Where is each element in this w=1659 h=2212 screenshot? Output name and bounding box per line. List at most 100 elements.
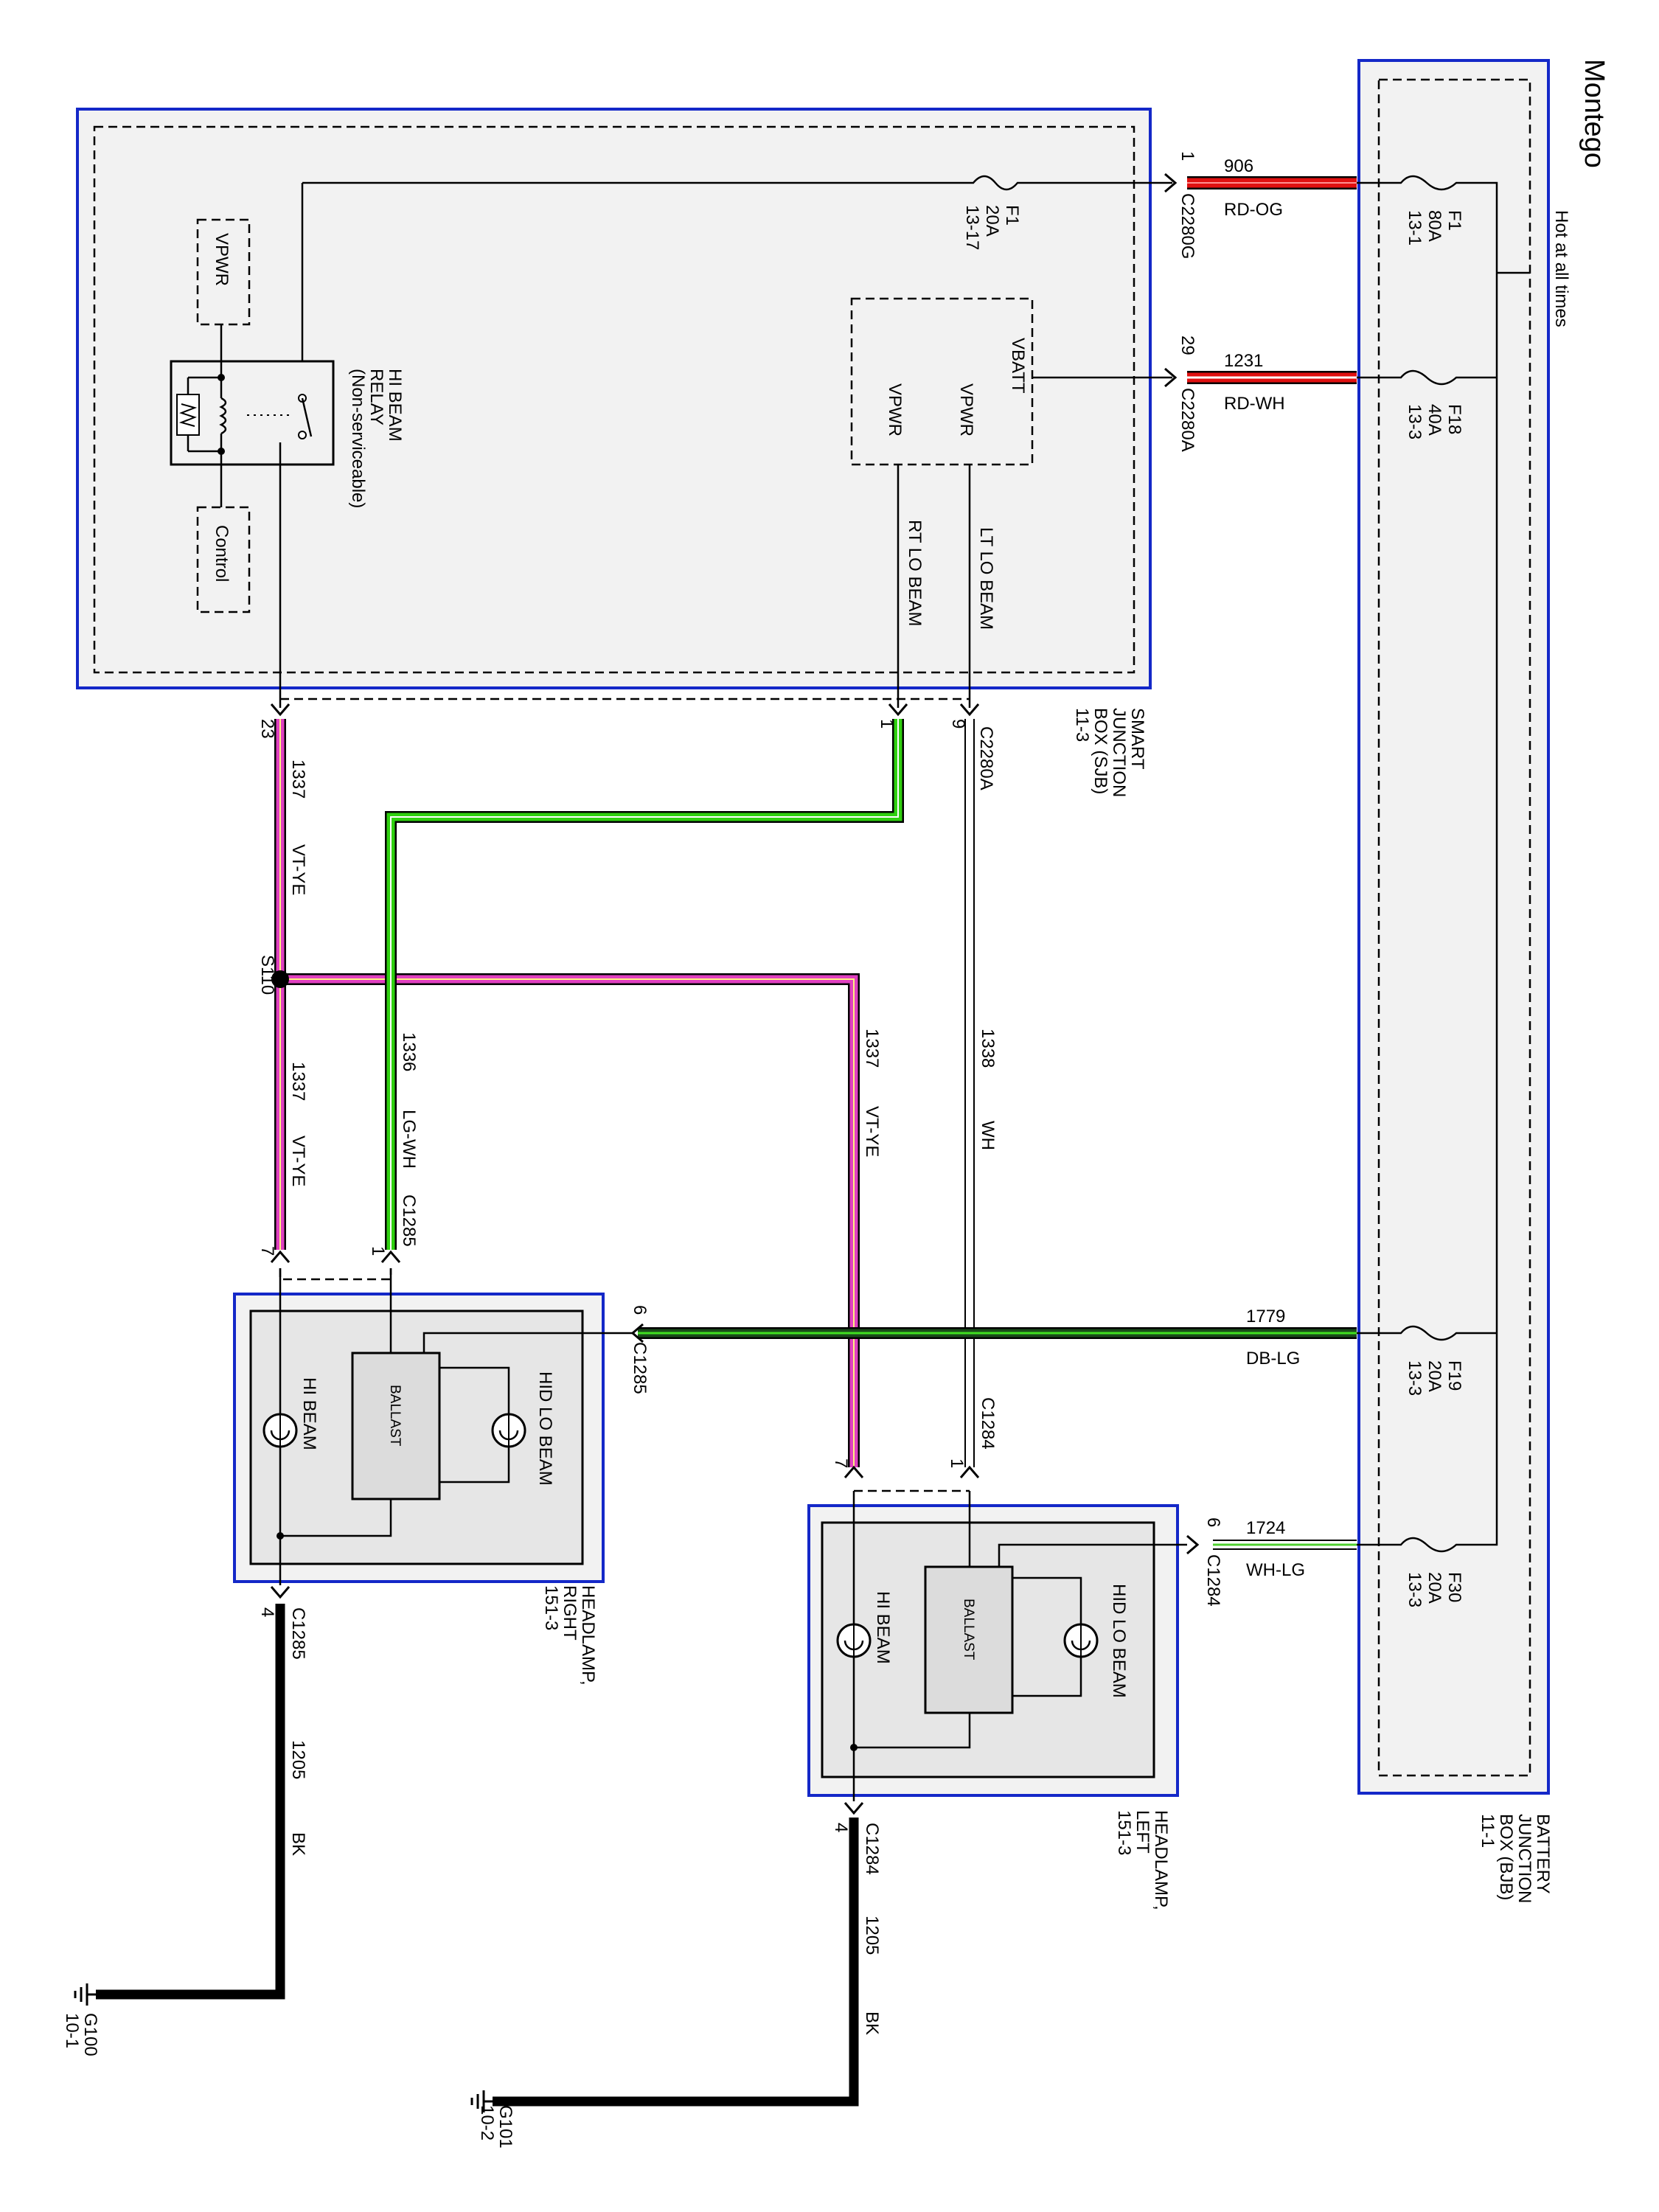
wire-1205-right [96,1604,285,2000]
connector-c1284-top-label: C1284 [978,1397,998,1450]
ground-g101-name: G101 [495,2105,515,2149]
wire-1205-left [493,1818,859,2107]
connector-c2280g-symbol [1164,173,1178,193]
headlamp-left-hid-label: HID LO BEAM [1109,1584,1129,1698]
sjb-module [850,297,1172,708]
bjb-fuse-f30 [1357,1537,1464,1553]
wire-1205-left-color: BK [862,2011,882,2035]
relay-label-line2: RELAY [366,369,386,425]
sjb-name-line3: BOX (SJB) [1091,708,1110,794]
bjb-fuse-f19-name: F19 [1444,1360,1464,1391]
bulb-icon [836,1623,872,1658]
relay-label-line3: (Non-serviceable) [348,369,368,508]
ground-g100-ref: 10-1 [62,2013,82,2048]
wire-1724-color: WH-LG [1246,1560,1305,1580]
wire-1337-b-color: VT-YE [288,1135,308,1186]
wire-906-circuit: 906 [1224,156,1253,176]
sjb-module-vbatt: VBATT [1008,338,1028,394]
pin-1-sjb-label: 1 [877,719,897,728]
connector-c1285-side-pin: 6 [630,1305,650,1315]
connector-c2280g-label: C2280G [1178,193,1197,259]
connector-c1285-top-label: C1285 [399,1194,419,1247]
bjb-power-note: Hot at all times [1551,210,1571,327]
ground-g100-name: G100 [80,2013,100,2056]
bjb-fuse-f1-rating: 80A [1425,210,1444,242]
connector-c1285-top-symbol [270,1250,401,1281]
wire-1337-c-circuit: 1337 [862,1029,882,1068]
pin-9-sjb-label: 9 [948,719,968,728]
connector-c1285-bottom-symbol [270,1586,291,1599]
bjb-name-line3: BOX (BJB) [1496,1814,1516,1900]
bulb-icon [491,1413,526,1448]
wire-1336-color: LG-WH [399,1110,419,1169]
control-label: Control [212,525,232,582]
bulb-icon [1063,1623,1099,1658]
sjb-fuse-rating: 20A [982,205,1002,237]
wire-1779-circuit: 1779 [1246,1307,1285,1326]
rt-lo-beam-label: RT LO BEAM [905,520,925,627]
headlamp-right-hi-label: HI BEAM [299,1377,319,1450]
vehicle-title: Montego [1579,59,1610,168]
bjb-fuse-f1-name: F1 [1444,210,1464,231]
wire-1205-right-circuit: 1205 [288,1740,308,1779]
headlamp-right-name-line3: 151-3 [541,1585,561,1630]
bjb-fuse-f19-rating: 20A [1425,1360,1444,1392]
bjb-fuse-f1 [1357,175,1464,191]
lt-lo-beam-label: LT LO BEAM [976,527,996,630]
bjb-fuse-f30-grid: 13-3 [1405,1572,1425,1607]
connector-c2280g-pin: 1 [1178,151,1197,161]
vpwr-box [196,218,251,326]
connector-c2280a-bottom-label: C2280A [976,726,996,790]
headlamp-right-hid-label: HID LO BEAM [535,1371,555,1486]
splice-s110 [271,970,289,988]
sjb-fuse-name: F1 [1002,205,1022,226]
bjb-fuse-f18-name: F18 [1444,404,1464,434]
bjb-fuse-f30-name: F30 [1444,1572,1464,1602]
sjb-name-line4: 11-3 [1072,708,1092,742]
connector-c1284-bottom-pin: 4 [831,1823,851,1832]
sjb-name-line1: SMART [1127,708,1147,770]
headlamp-right-name-line2: RIGHT [560,1585,580,1641]
control-box [196,506,251,613]
ground-g100-icon [74,1983,96,2006]
connector-c1284-pin1: 1 [947,1458,967,1468]
headlamp-left-hi-label: HI BEAM [873,1591,893,1664]
bjb-name-line1: BATTERY [1533,1814,1553,1893]
connector-c1284-bottom-label: C1284 [862,1823,882,1875]
connector-c2280a-top-symbol [1164,367,1178,388]
wire-1231-color: RD-WH [1224,394,1285,414]
bjb-fuse-f18-rating: 40A [1425,404,1444,436]
wire-1205-right-color: BK [288,1832,308,1856]
bulb-icon [262,1413,298,1448]
wire-1337-b-circuit: 1337 [288,1062,308,1101]
wire-1337-branch [280,973,860,1467]
headlamp-right-ballast-label: BALLAST [387,1385,403,1447]
headlamp-left-name-line3: 151-3 [1114,1810,1134,1855]
headlamp-left-name-line2: LEFT [1133,1810,1152,1854]
connector-c1284-side-pin: 6 [1203,1517,1223,1527]
sjb-module-vpwr-lt: VPWR [956,383,976,437]
connector-c2280a-top-label: C2280A [1178,388,1197,452]
connector-c1285-pin1: 1 [368,1246,388,1256]
connector-c1284-pin7: 7 [831,1458,851,1468]
connector-c1284-top-symbol [844,1465,980,1492]
sjb-fuse-grid: 13-17 [962,205,982,250]
bjb-fuse-f18-grid: 13-3 [1405,404,1425,439]
wire-1231-circuit: 1231 [1224,351,1263,371]
headlamp-left-internals [850,1491,1187,1801]
ground-g101-icon [470,2090,493,2112]
bjb-fuse-f19-grid: 13-3 [1405,1360,1425,1396]
wire-906-color: RD-OG [1224,200,1283,220]
wire-1337-c-color: VT-YE [862,1106,882,1157]
bjb-box [1357,59,1550,1795]
wire-1336 [385,719,904,1250]
pin-23-label: 23 [257,719,277,739]
wire-1205-left-circuit: 1205 [862,1916,882,1955]
connector-pin23-symbol [270,703,291,717]
connector-pin1-sjb-symbol [888,703,908,717]
sjb-module-vpwr-rt: VPWR [885,383,905,437]
wire-1338-circuit: 1338 [978,1029,998,1068]
connector-c1284-bottom-symbol [844,1802,864,1815]
connector-c1285-pin7: 7 [257,1246,277,1256]
